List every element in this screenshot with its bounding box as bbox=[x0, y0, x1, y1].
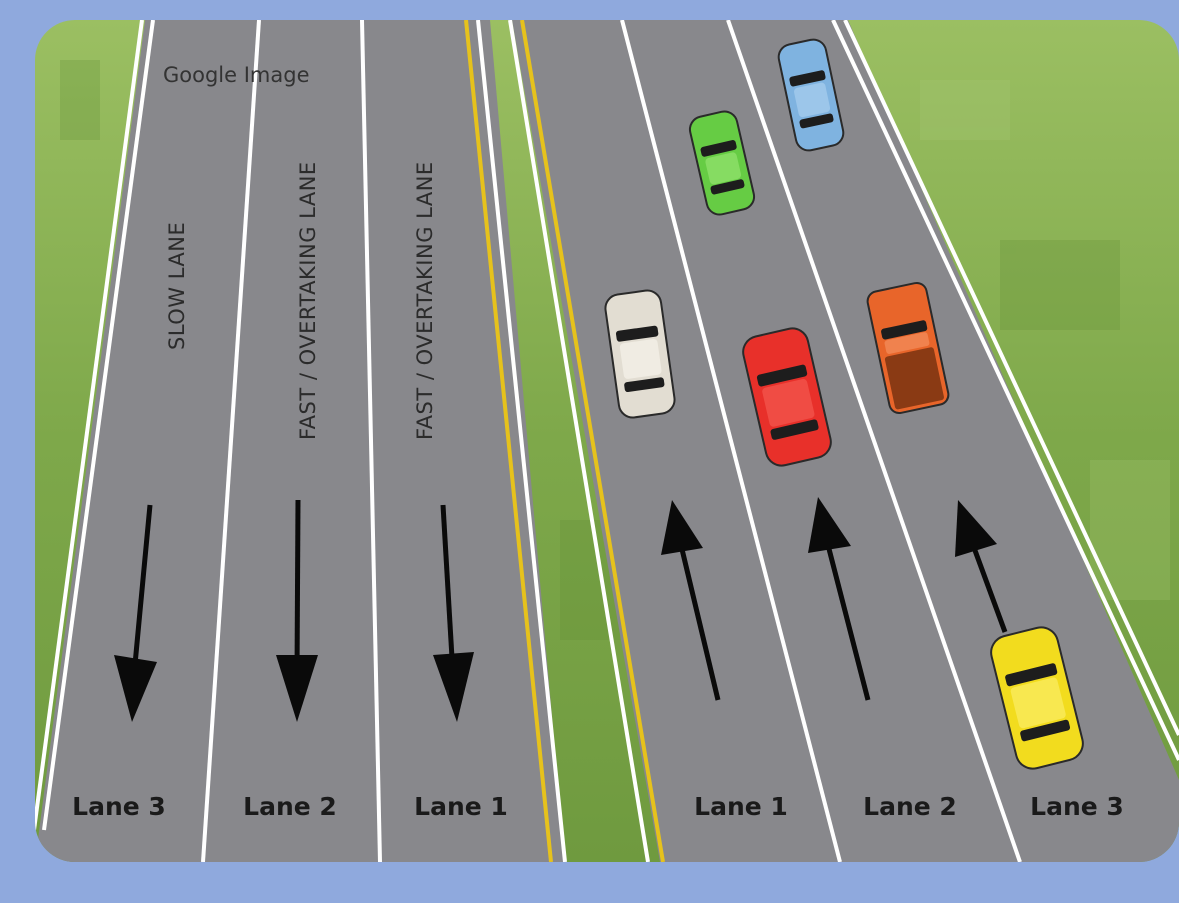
arrow-up-lane-1 bbox=[661, 500, 721, 701]
lane-name-slow: SLOW LANE bbox=[165, 222, 189, 350]
left-lane-2-label: Lane 2 bbox=[243, 792, 337, 821]
arrow-down-lane-3 bbox=[114, 504, 157, 722]
lane-name-fast-overtaking-1: FAST / OVERTAKING LANE bbox=[413, 161, 437, 440]
yellow-car bbox=[990, 626, 1084, 770]
left-edge-lines bbox=[35, 20, 155, 831]
right-lane-3-label: Lane 3 bbox=[1030, 792, 1124, 821]
green-car bbox=[688, 110, 756, 216]
red-car bbox=[742, 327, 832, 467]
left-lane-divider-2 bbox=[360, 20, 382, 862]
orange-pickup-truck bbox=[866, 281, 950, 415]
right-lane-1-label: Lane 1 bbox=[694, 792, 788, 821]
right-lane-divider-2 bbox=[726, 20, 1022, 862]
arrow-up-lane-3 bbox=[955, 500, 1008, 633]
left-lane-3-label: Lane 3 bbox=[72, 792, 166, 821]
arrow-up-lane-2 bbox=[808, 497, 871, 701]
lane-labels: Lane 3 Lane 2 Lane 1 Lane 1 Lane 2 Lane … bbox=[72, 792, 1124, 821]
arrow-down-lane-1 bbox=[433, 504, 474, 722]
arrow-down-lane-2 bbox=[276, 499, 318, 722]
arrows-down bbox=[114, 499, 474, 722]
left-carriageway bbox=[35, 20, 565, 862]
white-car bbox=[604, 289, 676, 419]
left-inner-white-line bbox=[476, 20, 567, 862]
lane-name-fast-overtaking-2: FAST / OVERTAKING LANE bbox=[296, 161, 320, 440]
blue-car bbox=[777, 38, 845, 152]
left-lane-1-label: Lane 1 bbox=[414, 792, 508, 821]
scene-panel: Google Image SLOW LANE FAST / OVERTAKING… bbox=[35, 20, 1179, 862]
left-lane-divider-1 bbox=[201, 20, 261, 862]
right-edge-lines bbox=[831, 20, 1179, 761]
right-inner-white-line bbox=[508, 20, 650, 862]
watermark-text: Google Image bbox=[163, 63, 310, 87]
right-lane-divider-1 bbox=[620, 20, 842, 862]
left-yellow-line bbox=[464, 20, 553, 862]
right-yellow-line bbox=[520, 20, 665, 862]
arrows-up bbox=[661, 497, 1008, 701]
right-lane-2-label: Lane 2 bbox=[863, 792, 957, 821]
grass-texture bbox=[60, 60, 1170, 640]
